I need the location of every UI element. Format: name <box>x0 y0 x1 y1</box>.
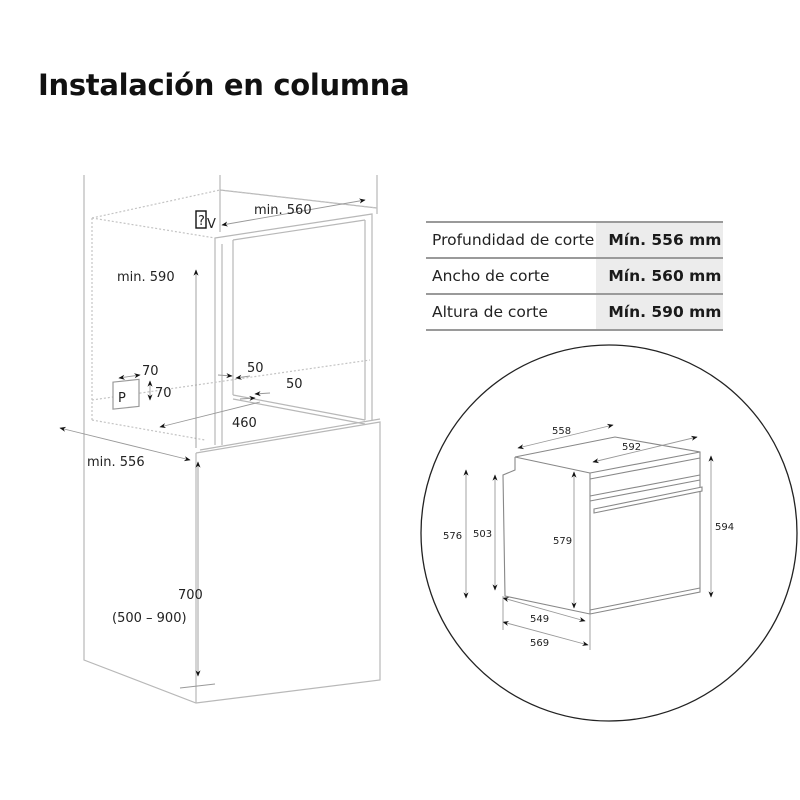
label-total-depth: 569 <box>530 638 549 649</box>
oven-detail <box>420 344 798 722</box>
label-front-height: 594 <box>715 522 734 533</box>
label-power-height: 70 <box>155 386 172 401</box>
ventilation-icon <box>195 210 207 229</box>
label-body-depth: 549 <box>530 614 549 625</box>
page-title: Instalación en columna <box>38 68 410 102</box>
label-rear-height: 576 <box>443 531 462 542</box>
row-value: Mín. 590 mm <box>596 293 723 331</box>
row-label: Ancho de corte <box>426 257 597 294</box>
label-base-height-range: (500 – 900) <box>112 611 187 626</box>
label-min-height: min. 590 <box>117 270 175 285</box>
row-value: Mín. 556 mm <box>596 221 723 258</box>
table-row: Altura de corte Mín. 590 mm <box>426 293 723 331</box>
label-top-depth: 558 <box>552 426 571 437</box>
label-power-width: 70 <box>142 364 159 379</box>
cutout-spec-table: Profundidad de corte Mín. 556 mm Ancho d… <box>426 221 723 331</box>
label-shelf-depth: 460 <box>232 416 257 431</box>
table-row: Ancho de corte Mín. 560 mm <box>426 257 723 294</box>
table-row: Profundidad de corte Mín. 556 mm <box>426 221 723 258</box>
label-body-height-rear: 503 <box>473 529 492 540</box>
label-base-height: 700 <box>178 588 203 603</box>
label-body-height-front: 579 <box>553 536 572 547</box>
row-label: Altura de corte <box>426 293 597 331</box>
power-box-label: P <box>118 391 126 406</box>
ventilation-symbol: ? <box>198 214 205 229</box>
power-box <box>112 378 140 410</box>
row-label: Profundidad de corte <box>426 221 597 258</box>
column-labels: ? V min. 560 min. 590 P 70 70 50 50 460 … <box>87 203 312 626</box>
label-gap-rear: 50 <box>286 377 303 392</box>
oven-labels: 558 592 576 503 579 594 549 569 <box>443 426 734 649</box>
ventilation-label: V <box>207 217 216 232</box>
label-min-depth: min. 556 <box>87 455 145 470</box>
label-min-width: min. 560 <box>254 203 312 218</box>
label-front-width: 592 <box>622 442 641 453</box>
label-gap-side: 50 <box>247 361 264 376</box>
column-dimensions <box>59 198 366 689</box>
row-value: Mín. 560 mm <box>596 257 723 294</box>
